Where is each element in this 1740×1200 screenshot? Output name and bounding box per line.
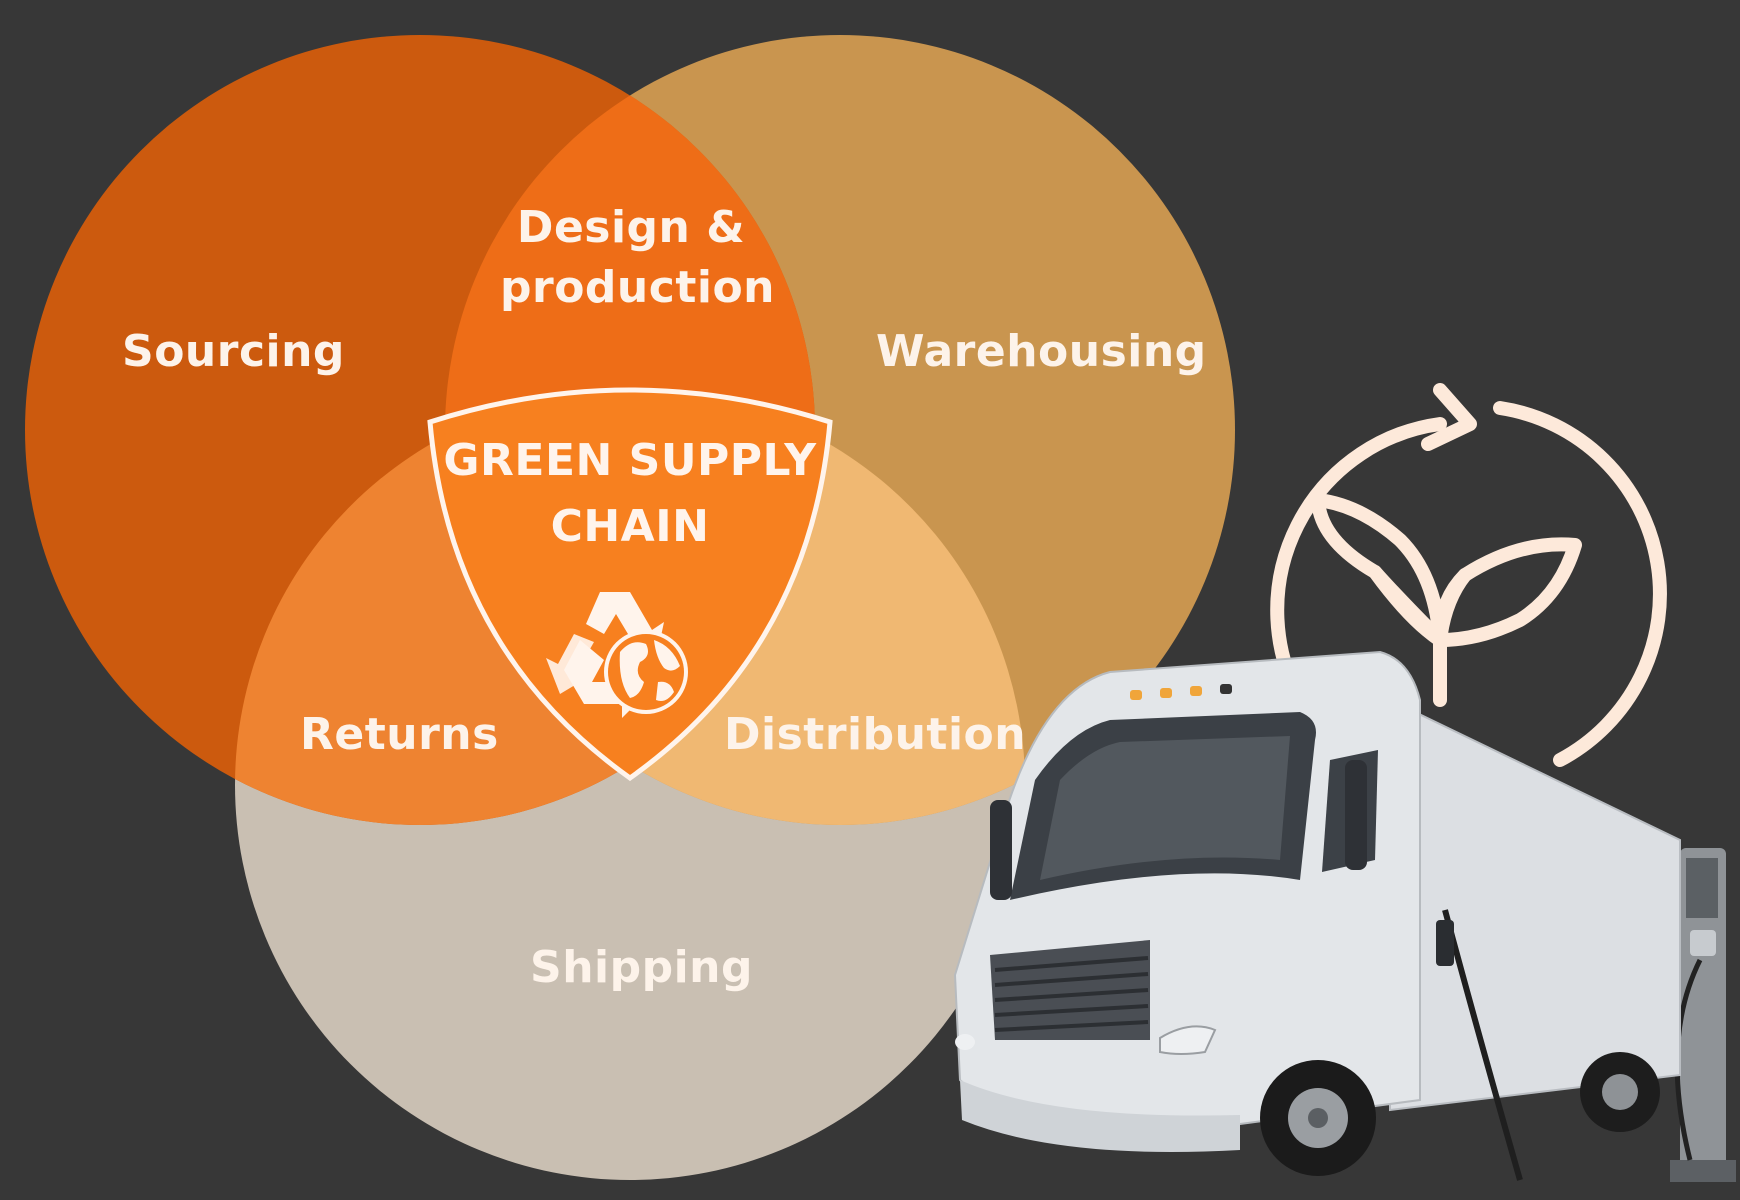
center-shield-outline [427,387,833,782]
design-production-label: Design & production [500,198,775,318]
center-title: GREEN SUPPLY CHAIN [420,428,840,560]
warehousing-label: Warehousing [876,326,1207,377]
sourcing-label: Sourcing [122,326,345,377]
center-title-line1: GREEN SUPPLY [443,435,817,486]
design-production-line2: production [500,262,775,313]
returns-label: Returns [300,709,499,760]
electric-truck-image [953,650,1681,1181]
center-title-line2: CHAIN [550,501,710,552]
shipping-label: Shipping [530,942,753,993]
recycle-globe-icon [546,592,688,718]
distribution-label: Distribution [724,709,1027,760]
eco-cycle-leaf-icon [1270,383,1667,767]
design-production-line1: Design & [516,202,746,253]
